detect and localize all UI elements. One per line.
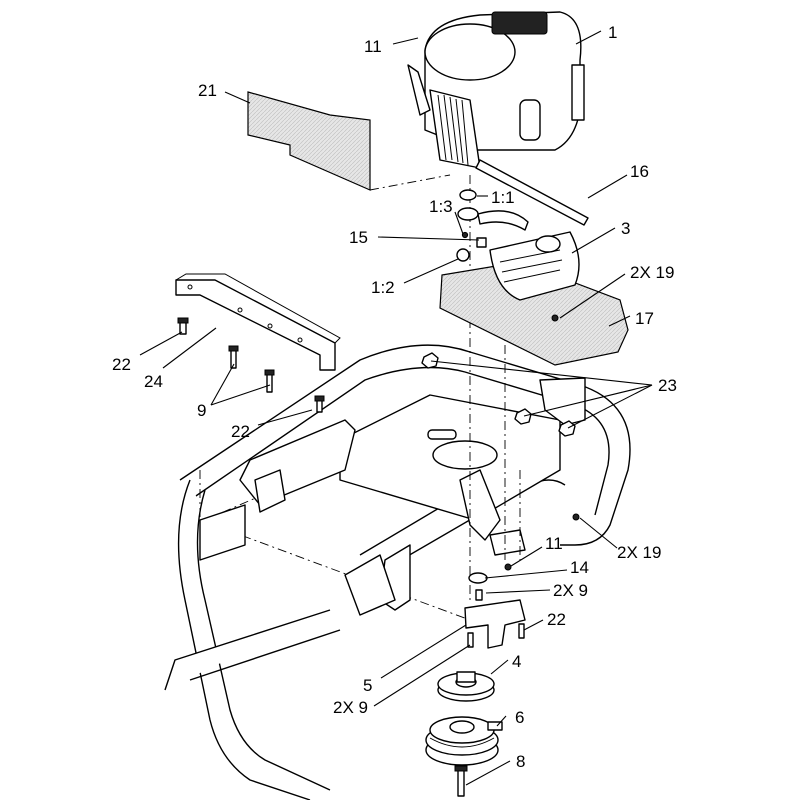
pulley-icon: [437, 671, 495, 702]
callout-labels: 1 11 21 16 1:1 1:3 15 3 1:2 2X 19 17 22 …: [112, 23, 677, 771]
frame-icon: [164, 250, 631, 800]
callout-24: 24: [144, 372, 163, 391]
callout-22-left: 22: [112, 355, 131, 374]
leader-lines: [139, 30, 653, 786]
callout-15: 15: [349, 228, 368, 247]
engine-icon: [407, 11, 585, 300]
callout-23: 23: [658, 376, 677, 395]
callout-22-bottom: 22: [547, 610, 566, 629]
callout-14: 14: [570, 558, 589, 577]
callout-6: 6: [515, 708, 524, 727]
callout-1: 1: [608, 23, 617, 42]
callout-16: 16: [630, 162, 649, 181]
callout-11-top: 11: [364, 37, 382, 56]
callout-2x9-right: 2X 9: [553, 581, 588, 600]
callout-1-3: 1:3: [429, 197, 453, 216]
callout-1-1: 1:1: [491, 188, 515, 207]
nut-group: [421, 352, 576, 437]
callout-9: 9: [197, 401, 206, 420]
callout-17: 17: [635, 309, 654, 328]
muffler-icon: [439, 231, 629, 366]
callout-11-bottom: 11: [545, 534, 563, 553]
callout-22-mid: 22: [231, 422, 250, 441]
callout-1-2: 1:2: [371, 278, 395, 297]
callout-3: 3: [621, 219, 630, 238]
callout-2x9-left: 2X 9: [333, 698, 368, 717]
callout-4: 4: [512, 652, 521, 671]
heat-shield: [247, 91, 371, 191]
exhaust-rod: [475, 159, 589, 226]
callout-2x19-top: 2X 19: [630, 263, 674, 282]
clutch-icon: [425, 716, 503, 766]
callout-21: 21: [198, 81, 217, 100]
bolt-group: [177, 317, 325, 413]
callout-2x19-bottom: 2X 19: [617, 543, 661, 562]
bracket-bar: [175, 273, 341, 371]
clutch-bracket: [464, 599, 526, 649]
callout-5: 5: [363, 676, 372, 695]
callout-8: 8: [516, 752, 525, 771]
